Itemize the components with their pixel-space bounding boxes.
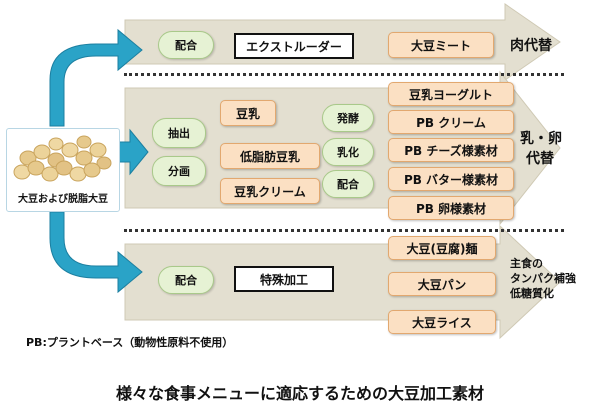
pb-egg-product: PB 卵様素材 [388,196,514,220]
pb-butter-product: PB バター様素材 [388,167,514,191]
middle-mix-step: 配合 [322,170,374,198]
soy-meat-product: 大豆ミート [388,32,494,58]
pb-cheese-product: PB チーズ様素材 [388,138,514,162]
emulsification-step: 乳化 [322,138,374,166]
fermentation-step: 発酵 [322,104,374,132]
soy-yogurt-product: 豆乳ヨーグルト [388,82,514,106]
soy-rice-product: 大豆ライス [388,310,496,334]
staple-label-1: 主食の [510,257,543,270]
dairy-egg-substitute-label-2: 代替 [526,151,554,167]
blue-arrow-down [49,211,143,294]
special-processing: 特殊加工 [234,266,334,292]
pb-cream-product: PB クリーム [388,110,514,134]
separator-bottom [124,229,564,232]
top-mix-step: 配合 [158,31,214,59]
bottom-mix-step: 配合 [158,266,214,294]
meat-substitute-label: 肉代替 [510,38,552,54]
separator-top [124,73,564,76]
fractionation-step: 分画 [152,156,206,186]
blue-arrow-right [117,128,149,176]
extraction-step: 抽出 [152,118,206,148]
low-fat-soymilk-intermediate: 低脂肪豆乳 [220,143,320,169]
dairy-egg-substitute-label-1: 乳・卵 [520,131,562,147]
soymilk-cream-intermediate: 豆乳クリーム [220,178,320,204]
pb-footnote: PB:プラントベース（動物性原料不使用） [26,336,234,349]
staple-label-2: タンパク補強 [510,272,576,285]
figure-caption: 様々な食事メニューに適応するための大豆加工素材 [115,384,484,403]
blue-arrow-up [49,28,143,127]
source-label: 大豆および脱脂大豆 [18,194,108,205]
staple-label-3: 低糖質化 [510,287,554,300]
soymilk-intermediate: 豆乳 [220,100,276,126]
extruder-process: エクストルーダー [234,33,354,59]
soy-bread-product: 大豆パン [388,272,496,296]
soy-noodle-product: 大豆(豆腐)麺 [388,236,496,260]
